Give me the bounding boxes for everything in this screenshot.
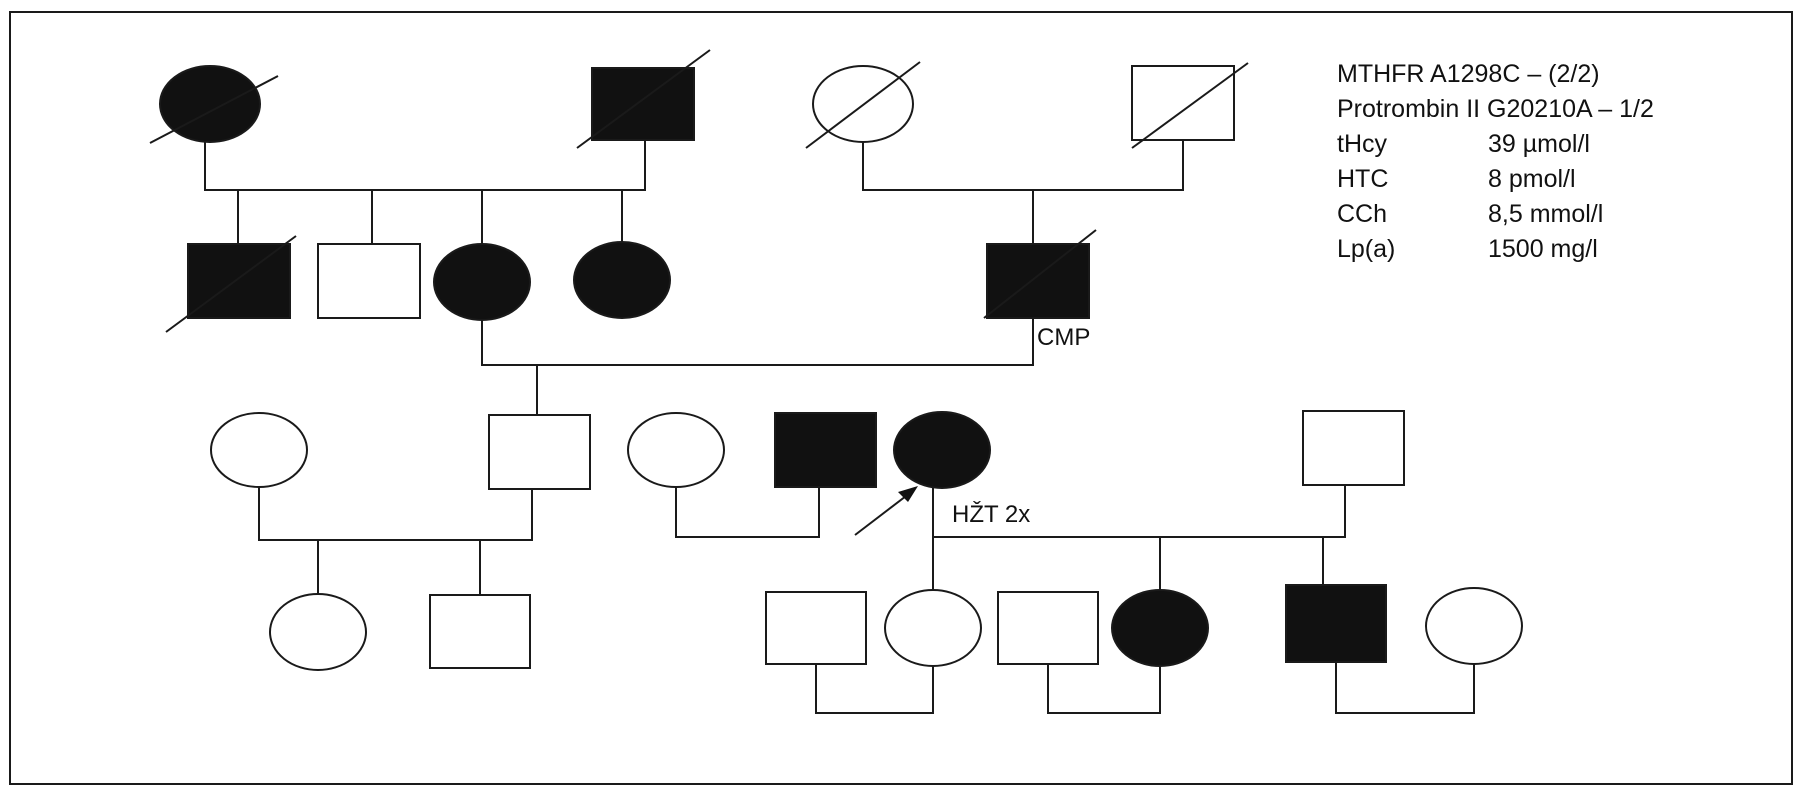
sibship-line-brother-children bbox=[317, 540, 481, 595]
legend-row-name: CCh bbox=[1337, 200, 1387, 228]
individual-g3-brother-2 bbox=[774, 412, 877, 488]
individual-g4-son-in-law-2 bbox=[997, 591, 1099, 665]
deceased-mark-g1-maternal-grandmother bbox=[149, 75, 279, 144]
individual-g3-proband-husband bbox=[1302, 410, 1405, 486]
individual-g3-brother bbox=[488, 414, 591, 490]
deceased-mark-g1-paternal-grandmother bbox=[805, 61, 921, 149]
annotation-proband: HŽT 2x bbox=[952, 501, 1030, 528]
marriage-line-brother-2 bbox=[675, 485, 820, 538]
individual-g4-son-in-law-1 bbox=[765, 591, 867, 665]
legend-row-name: tHcy bbox=[1337, 130, 1388, 158]
proband-arrow-head bbox=[898, 486, 918, 502]
deceased-mark-g2-uncle bbox=[165, 235, 297, 333]
individual-g2-father bbox=[986, 243, 1090, 319]
legend-row-value: 8,5 mmol/l bbox=[1488, 200, 1603, 228]
individual-g4-son bbox=[1285, 584, 1387, 663]
individual-g3-proband bbox=[893, 411, 991, 489]
proband-arrow bbox=[854, 486, 918, 536]
legend-row-value: 8 pmol/l bbox=[1488, 165, 1576, 193]
marriage-line-proband bbox=[932, 485, 1346, 538]
individual-g4-daughter-in-law bbox=[1425, 587, 1523, 665]
individual-g2-mother bbox=[433, 243, 531, 321]
diagram-frame bbox=[9, 11, 1793, 785]
marriage-line-son bbox=[1335, 662, 1475, 714]
deceased-mark-g1-paternal-grandfather bbox=[1131, 62, 1249, 149]
legend-protrombin: Protrombin II G20210A – 1/2 bbox=[1337, 95, 1654, 123]
individual-g1-maternal-grandfather bbox=[591, 67, 695, 141]
individual-g3-brother-2-wife bbox=[627, 412, 725, 488]
genetic-legend: MTHFR A1298C – (2/2) Protrombin II G2021… bbox=[1337, 60, 1654, 263]
annotation-cmp: CMP bbox=[1037, 324, 1090, 351]
sibship-line-proband-children bbox=[932, 537, 1324, 592]
individual-g2-uncle bbox=[187, 243, 291, 319]
individual-g1-maternal-grandmother bbox=[159, 65, 261, 143]
marriage-line-brother bbox=[258, 485, 533, 541]
marriage-line-paternal-grandparents bbox=[862, 140, 1184, 191]
individual-g3-brother-wife bbox=[210, 412, 308, 488]
pedigree-individuals bbox=[149, 49, 1523, 671]
proband-arrow-shaft bbox=[854, 492, 911, 536]
legend-row-value: 39 µmol/l bbox=[1488, 130, 1590, 158]
individual-g4-niece bbox=[269, 593, 367, 671]
legend-row-name: Lp(a) bbox=[1337, 235, 1395, 263]
individual-g2-uncle-2 bbox=[317, 243, 421, 319]
sibship-line-g2 bbox=[237, 190, 623, 244]
individual-g4-daughter-1 bbox=[884, 589, 982, 667]
legend-row-name: HTC bbox=[1337, 165, 1388, 193]
marriage-line-parents bbox=[481, 318, 1034, 366]
marriage-line-daughter-2 bbox=[1047, 664, 1161, 714]
deceased-mark-g1-maternal-grandfather bbox=[576, 49, 711, 149]
individual-g1-paternal-grandfather bbox=[1131, 65, 1235, 141]
marriage-line-daughter-1 bbox=[815, 664, 934, 714]
individual-g2-aunt bbox=[573, 241, 671, 319]
marriage-line-maternal-grandparents bbox=[204, 140, 646, 191]
individual-g4-nephew bbox=[429, 594, 531, 669]
pedigree-lines bbox=[204, 140, 1475, 714]
deceased-mark-g2-father bbox=[983, 229, 1097, 319]
legend-row-value: 1500 mg/l bbox=[1488, 235, 1598, 263]
legend-mthfr: MTHFR A1298C – (2/2) bbox=[1337, 60, 1600, 88]
individual-g4-daughter-2 bbox=[1111, 589, 1209, 667]
